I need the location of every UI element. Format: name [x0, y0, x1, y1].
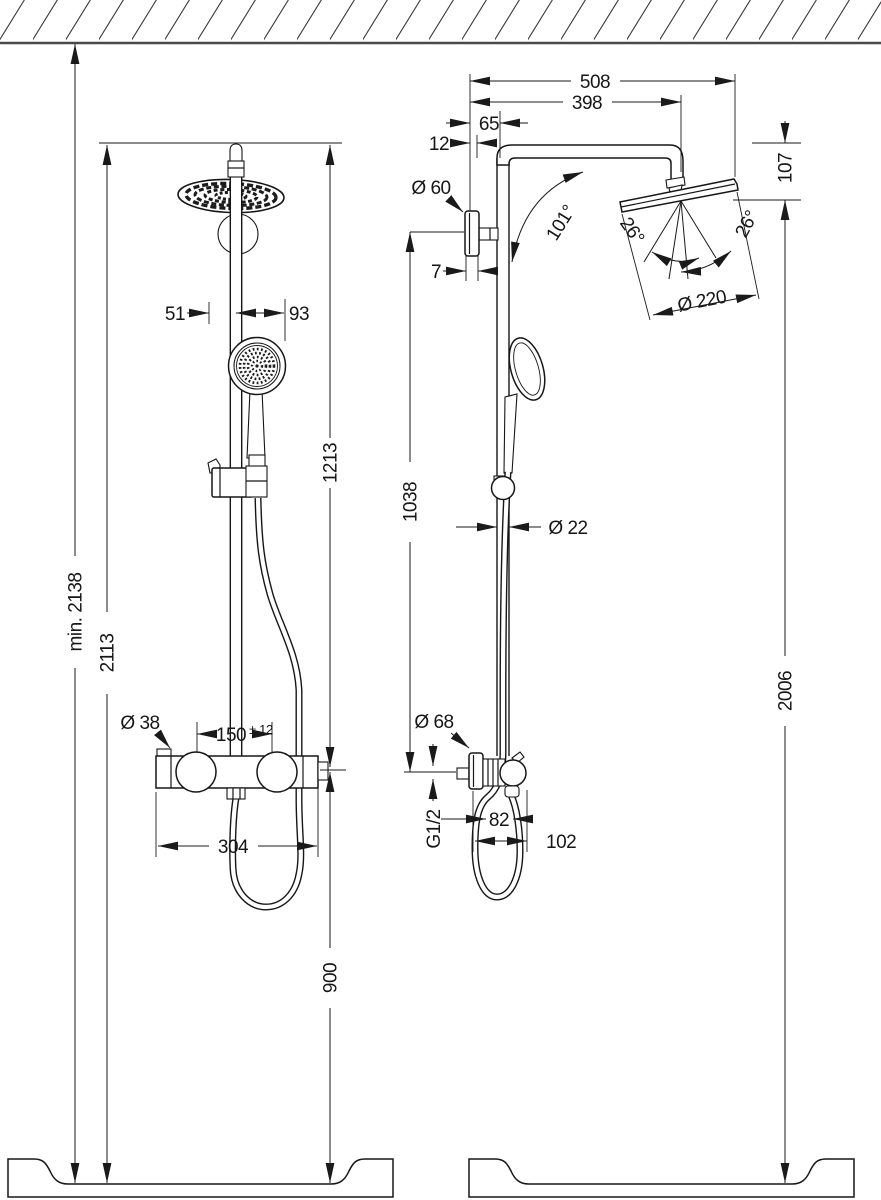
front-view: min. 2138 2113 1213 900 51 [66, 44, 346, 1183]
wall-bracket-side [464, 210, 499, 257]
temperature-knob [175, 751, 217, 793]
overhead-shower-side [619, 178, 739, 213]
bar-top-collar [227, 160, 245, 178]
dim-min-total-height: min. 2138 [66, 44, 87, 1183]
inlet-escutcheon [468, 752, 484, 790]
bracket-arm [478, 227, 499, 241]
dim-connection-centers: 150 ± 12 [196, 722, 273, 753]
dim-label-102: 102 [546, 832, 576, 853]
dim-label-150-tolerance: ± 12 [249, 722, 273, 737]
dim-label-150: 150 [216, 725, 246, 746]
dim-label-1213: 1213 [321, 443, 342, 483]
dim-pipe-length: 1038 [401, 231, 464, 773]
dim-valve-diameter: Ø 38 [120, 713, 171, 749]
dim-bracket-depth: 7 [431, 256, 498, 283]
dim-wall-clearance: 12 [429, 134, 497, 155]
holder-knob-side [490, 475, 516, 501]
front-fixture [155, 143, 329, 911]
shower-hose-front [229, 497, 305, 911]
dim-valve-width: 304 [155, 788, 319, 858]
dim-label-2006: 2006 [776, 671, 797, 711]
valve-right-stub [317, 761, 329, 781]
dim-label-93: 93 [289, 304, 309, 325]
dim-thread: G1/2 [424, 744, 445, 849]
side-view: 508 398 65 12 Ø 60 [401, 72, 801, 1183]
dim-label-1038: 1038 [401, 482, 422, 522]
hand-shower-handle-side [503, 393, 518, 474]
spray-angle-arc-right [680, 250, 732, 276]
knob-side [499, 759, 527, 787]
hand-shower-handle-front [246, 389, 266, 459]
dim-label-51: 51 [165, 304, 185, 325]
dim-label-900: 900 [321, 963, 342, 993]
dim-head-diameter: Ø 220 [621, 191, 760, 321]
dim-label-7: 7 [431, 262, 441, 283]
bar-top-cap [229, 143, 243, 161]
dim-wall-to-pipe: 65 [446, 114, 528, 135]
dim-label-2113: 2113 [98, 634, 119, 673]
dim-label-304: 304 [218, 837, 249, 858]
dim-label-min-2138: min. 2138 [66, 573, 87, 652]
dim-label-65: 65 [479, 114, 499, 135]
dim-escutcheon-diameter: Ø 68 [414, 712, 470, 749]
thermostat-side [456, 751, 527, 798]
hand-shower-front [207, 336, 287, 498]
dim-pipe-diameter: Ø 22 [456, 518, 588, 539]
dim-label-508: 508 [580, 72, 610, 93]
dim-label-g12: G1/2 [424, 809, 445, 848]
dim-label-26deg-right: 26° [731, 207, 762, 241]
shower-bar-front [227, 143, 245, 756]
dim-reach-overall: 508 [470, 72, 735, 93]
dim-overall-height: 2113 [98, 145, 119, 1183]
dim-label-12: 12 [429, 134, 449, 155]
side-fixture [456, 144, 739, 901]
dim-head-drop: 107 [733, 121, 801, 220]
shower-tray-right [468, 1158, 855, 1198]
thermostat-front [155, 748, 329, 800]
wall-inlet [456, 767, 470, 780]
dim-label-107: 107 [776, 153, 797, 183]
shower-arm-side [496, 144, 684, 181]
ceiling-hatch [0, 0, 881, 45]
dim-label-d220: Ø 220 [676, 287, 728, 317]
hose-elbow [504, 785, 520, 798]
dim-label-d60: Ø 60 [411, 178, 450, 199]
dim-label-398: 398 [572, 93, 602, 114]
hand-shower-side [490, 337, 546, 501]
handle-cone [248, 454, 266, 468]
spray-angle-arc-left [651, 251, 700, 270]
dim-label-d68: Ø 68 [414, 712, 453, 733]
spray-pattern [643, 200, 732, 280]
front-dimensions: min. 2138 2113 1213 900 51 [66, 44, 346, 1183]
shower-tray-left [7, 1158, 394, 1198]
dim-label-26deg-left: 26° [615, 214, 648, 248]
dim-bar-top: 1213 [321, 145, 342, 767]
dim-bracket-diameter: Ø 60 [411, 178, 464, 213]
dim-depths: 82 102 [441, 790, 577, 853]
flow-knob [256, 751, 298, 793]
dim-label-d38: Ø 38 [120, 713, 159, 734]
hose-outlet-front [226, 787, 246, 800]
dim-label-d22: Ø 22 [548, 518, 587, 539]
dim-handset-offsets: 51 93 [165, 299, 310, 341]
dim-reach-to-head: 398 [470, 93, 681, 114]
dim-valve-height: 900 [321, 772, 342, 1183]
bracket-plate [464, 210, 480, 257]
dim-label-82: 82 [489, 810, 509, 831]
dim-label-101deg: 101° [543, 202, 581, 245]
side-dimensions: 508 398 65 12 Ø 60 [401, 72, 801, 1183]
dim-head-floor-height: 2006 [776, 213, 797, 1183]
dim-arm-angle: 101° [511, 171, 584, 263]
